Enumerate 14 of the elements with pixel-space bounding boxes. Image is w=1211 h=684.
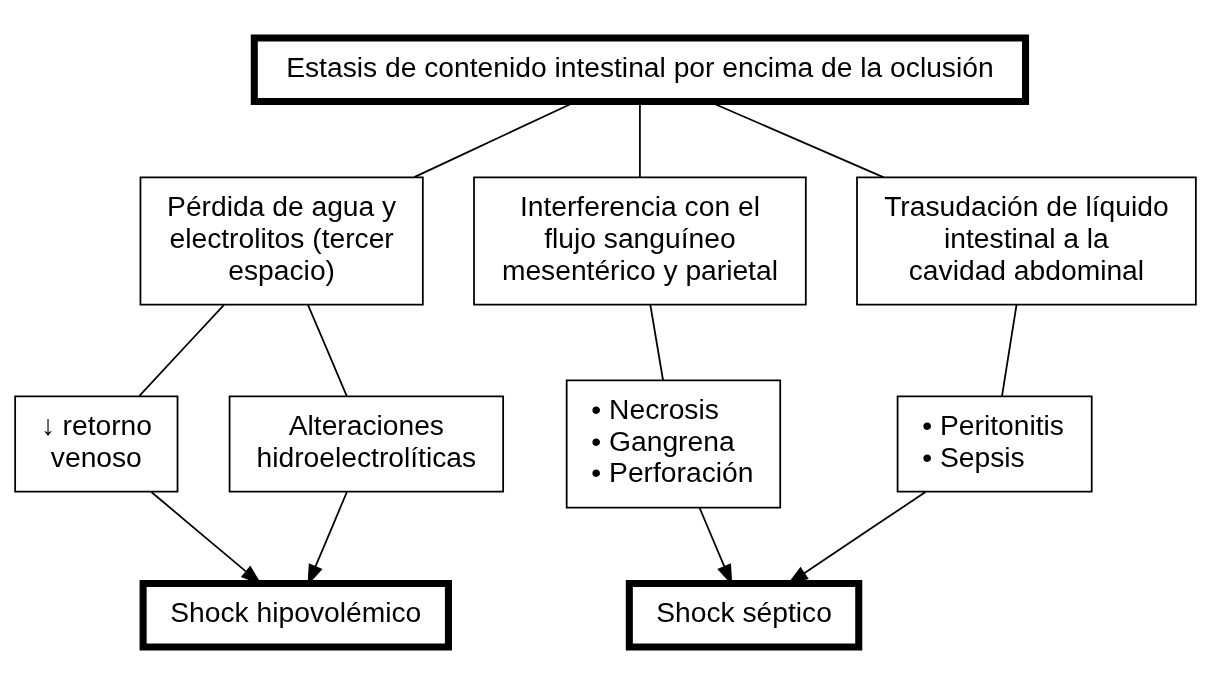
node-box: Shock hipovolémico — [139, 579, 452, 650]
node-box: Estasis de contenido intestinal por encima de la oclusión — [250, 34, 1030, 105]
node-box: Trasudación de líquido intestinal a la cavidad abdominal — [856, 176, 1197, 305]
node-box: Interferencia con el flujo sanguíneo mesentérico y parietal — [473, 176, 807, 305]
node-box: Pérdida de agua y electrolitos (tercer espacio) — [139, 176, 424, 305]
node-box: Shock séptico — [625, 579, 863, 650]
node-box: Alteraciones hidroelectrolíticas — [228, 394, 504, 492]
node-box: ↓ retorno venoso — [14, 394, 179, 492]
connector — [138, 303, 225, 397]
connector — [649, 303, 664, 381]
node-box: • Peritonitis • Sepsis — [896, 394, 1093, 492]
node-box: • Necrosis • Gangrena • Perforación — [565, 379, 782, 508]
connector — [307, 303, 348, 397]
connector — [1001, 303, 1018, 397]
